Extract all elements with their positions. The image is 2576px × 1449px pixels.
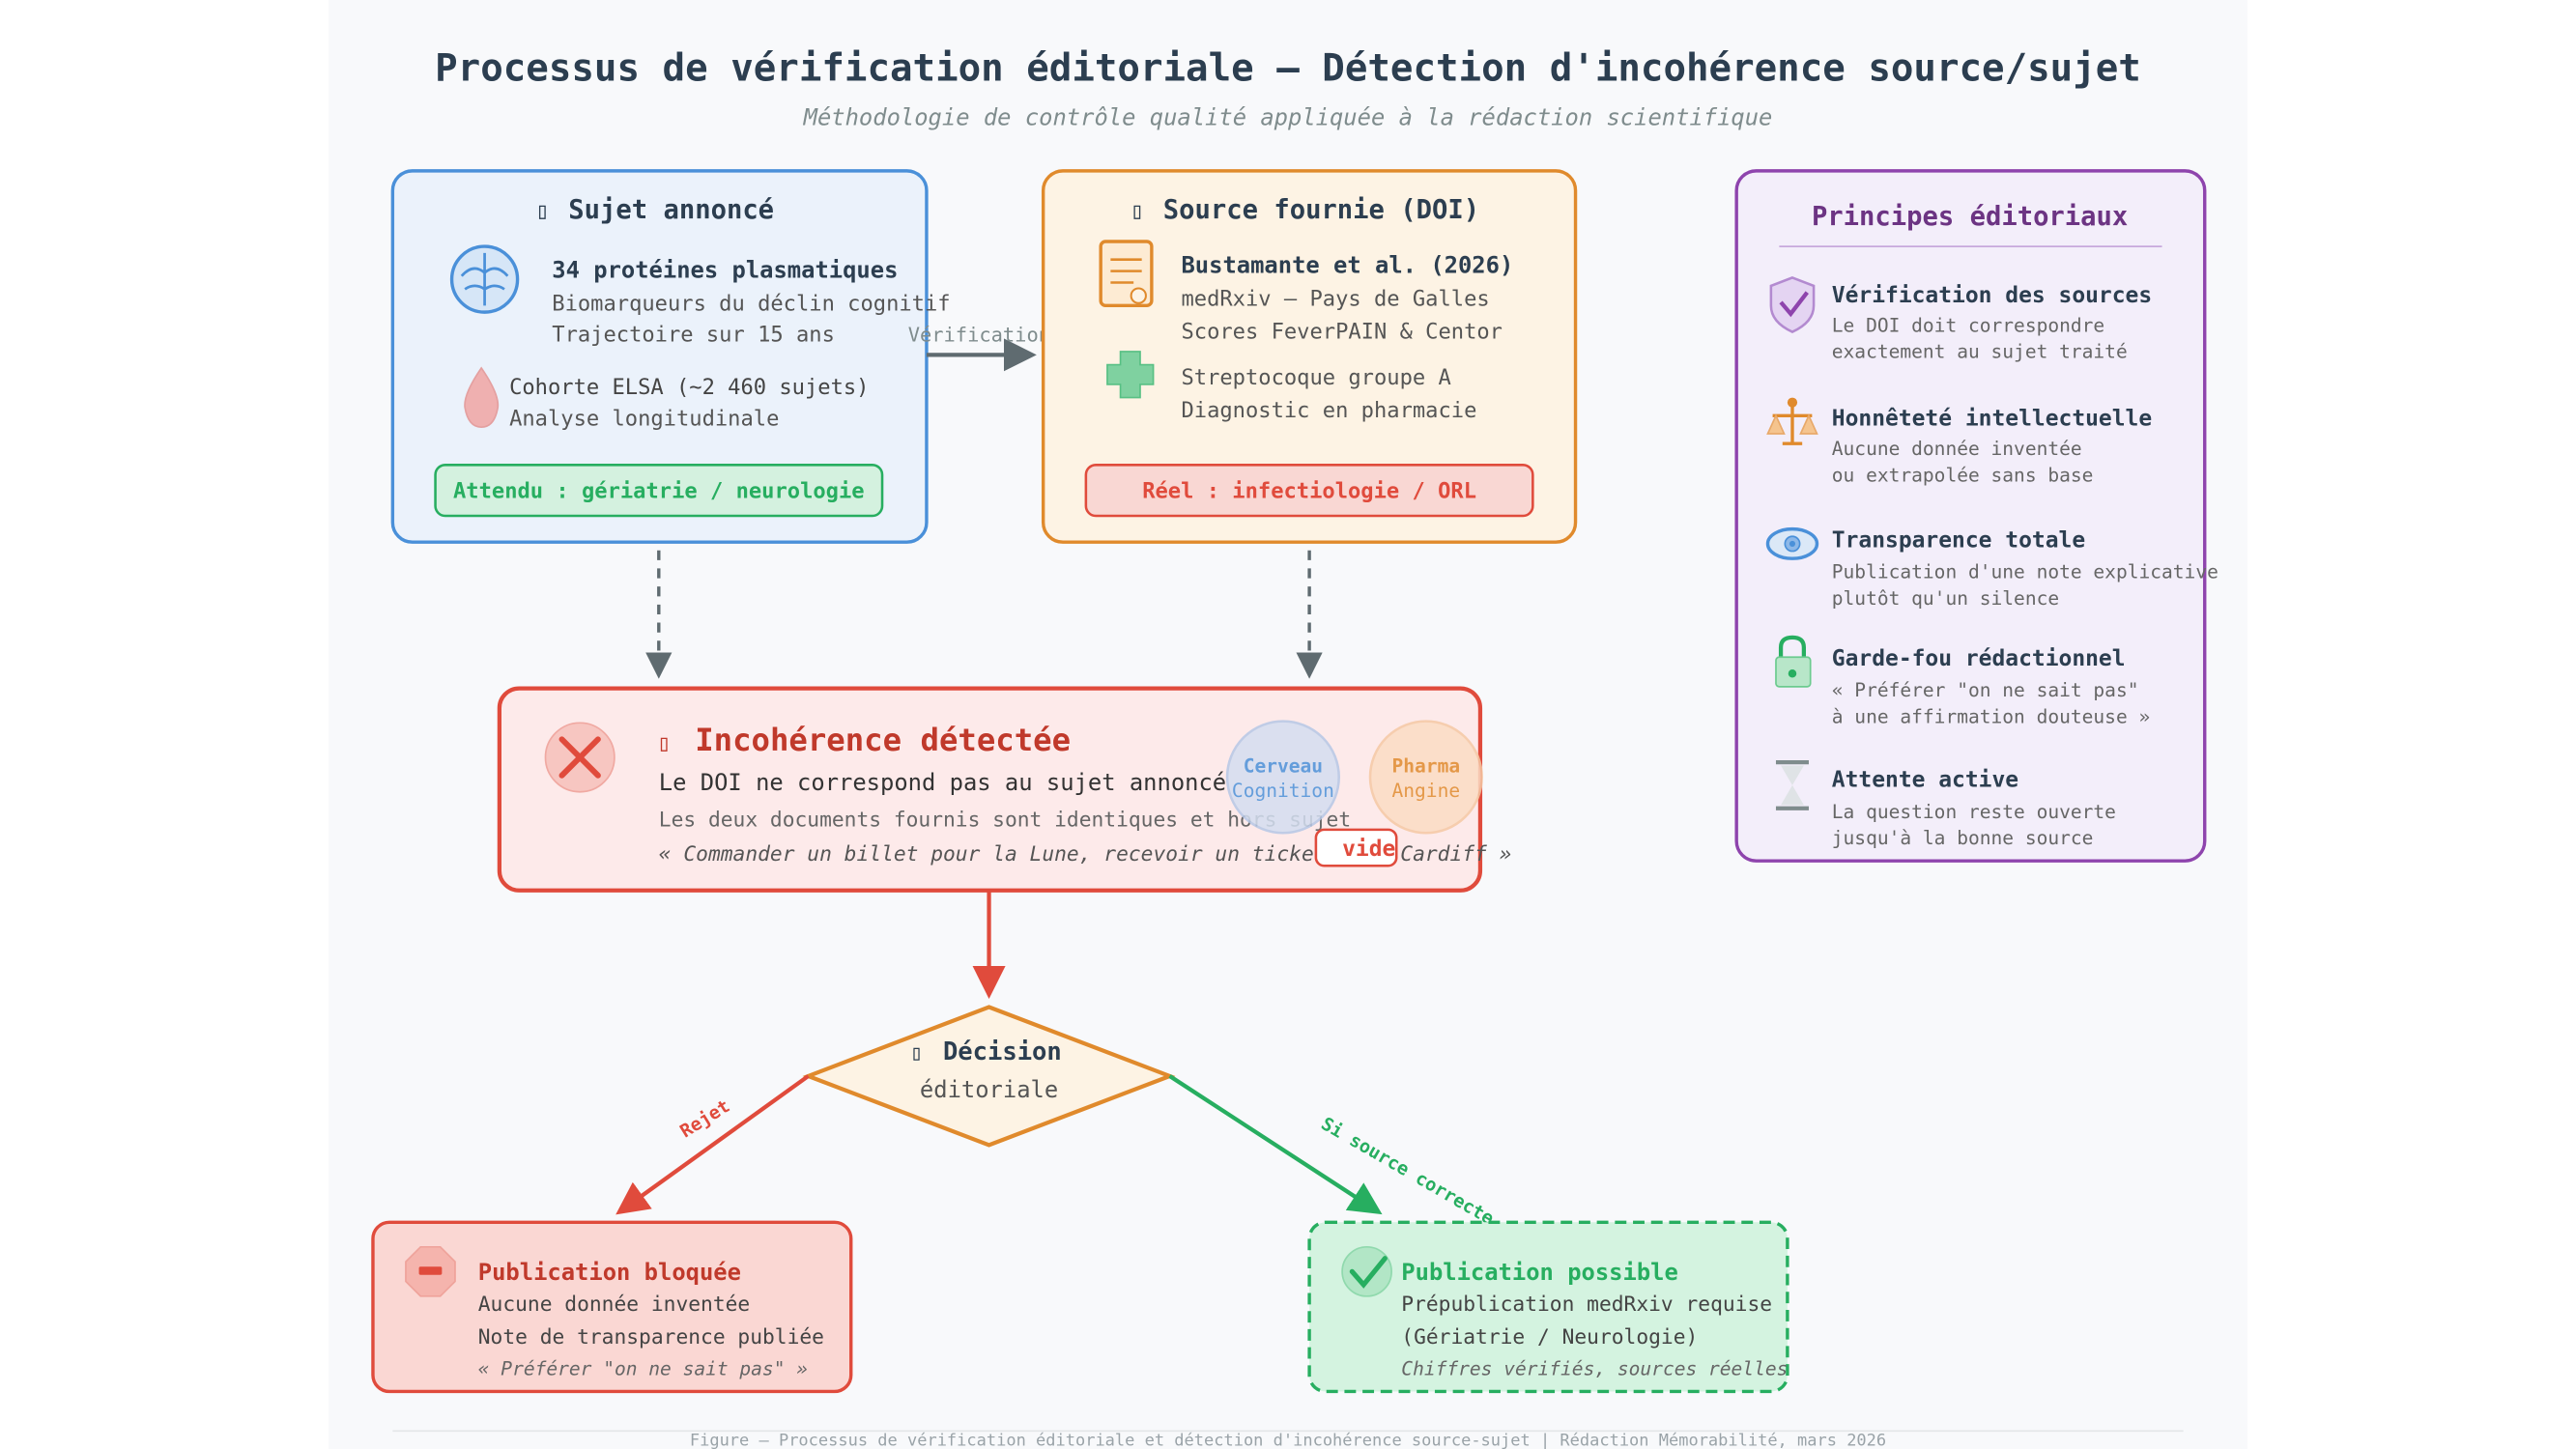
principle-desc-2a: Publication d'une note explicative [1832,561,2218,583]
principle-title-4: Attente active [1832,768,2018,793]
brain-topic-sublabel: Cognition [1232,780,1334,802]
principle-title-0: Vérification des sources [1832,283,2152,308]
expected-badge [434,464,884,518]
blocked-line3: « Préférer "on ne sait pas" » [478,1357,808,1379]
subject-cohort: Cohorte ELSA (~2 460 sujets) [509,375,869,400]
principle-desc-0a: Le DOI doit correspondre [1832,315,2104,337]
brain-topic-label: Cerveau [1244,754,1323,777]
principle-desc-4a: La question reste ouverte [1832,801,2116,823]
scales-icon [1766,397,1818,445]
verification-label: Vérification [908,324,1050,347]
pharma-topic-label: Pharma [1392,754,1461,777]
principle-desc-0b: exactement au sujet traité [1832,341,2128,363]
subject-box-title: Sujet annoncé [568,195,774,225]
actual-badge [1084,464,1534,518]
subject-box: ▯ Sujet annoncé 34 protéines plasmatique… [390,169,951,544]
page-subtitle: Méthodologie de contrôle qualité appliqu… [803,103,1773,130]
source-diagnosis: Diagnostic en pharmacie [1181,398,1476,423]
publication-possible-box: Publication possible Prépublication medR… [1307,1220,1789,1394]
incoherence-line2: Les deux documents fournis sont identiqu… [659,808,1351,832]
principle-title-1: Honnêteté intellectuelle [1832,406,2152,431]
document-icon [1099,240,1154,308]
accept-arrow [1168,1074,1383,1215]
lock-icon [1775,635,1812,688]
expected-badge-label: Attendu : gériatrie / neurologie [453,478,865,503]
error-x-icon [544,722,615,793]
possible-line2: (Gériatrie / Neurologie) [1401,1325,1698,1350]
decision-diamond: ▯ Décision éditoriale [802,1005,1176,1148]
principles-title: Principes éditoriaux [1812,202,2128,232]
blood-drop-icon [464,366,500,429]
hourglass-icon [1775,759,1809,810]
subject-box-icon: ▯ [535,197,549,224]
possible-line1: Prépublication medRxiv requise [1401,1293,1772,1317]
principles-panel: Principes éditoriaux Vérification des so… [1734,169,2218,863]
medical-cross-icon [1106,351,1155,399]
principle-title-3: Garde-fou rédactionnel [1832,646,2126,671]
blocked-line1: Aucune donnée inventée [478,1293,750,1317]
source-box-title: Source fournie (DOI) [1163,195,1479,225]
principle-desc-2b: plutôt qu'un silence [1832,587,2059,610]
source-origin: medRxiv — Pays de Galles [1181,286,1489,311]
source-strep: Streptocoque groupe A [1181,365,1450,390]
decision-title: Décision [943,1037,1062,1066]
incoherence-box: ▯ Incohérence détectée Le DOI ne corresp… [497,686,1511,893]
pharma-topic-sublabel: Angine [1392,780,1461,802]
brain-topic-circle: Cerveau Cognition [1225,720,1340,835]
principle-desc-4b: jusqu'à la bonne source [1832,827,2094,849]
blocked-line2: Note de transparence publiée [478,1325,824,1350]
shield-check-icon [1769,276,1816,333]
publication-blocked-box: Publication bloquée Aucune donnée invent… [371,1220,853,1394]
brain-icon [449,244,520,314]
eye-icon [1765,526,1819,560]
actual-badge-label: Réel : infectiologie / ORL [1142,478,1476,503]
stop-icon [405,1245,456,1297]
page-title: Processus de vérification éditoriale — D… [435,46,2141,90]
subject-trajectory: Trajectoire sur 15 ans [552,323,835,348]
check-circle-icon [1341,1245,1392,1297]
principle-desc-1b: ou extrapolée sans base [1832,464,2094,486]
empty-overlap-label: vide [1342,837,1395,862]
source-author: Bustamante et al. (2026) [1181,251,1513,278]
incoherence-line1: Le DOI ne correspond pas au sujet annonc… [659,769,1226,796]
incoherence-title-icon: ▯ [657,729,671,756]
source-box: ▯ Source fournie (DOI) Bustamante et al.… [1041,169,1578,544]
possible-line3: Chiffres vérifiés, sources réelles [1401,1357,1788,1379]
reject-arrow [615,1074,810,1215]
blocked-title: Publication bloquée [478,1259,741,1286]
source-box-icon: ▯ [1131,197,1144,224]
figure-caption: Figure — Processus de vérification édito… [690,1432,1886,1449]
principle-title-2: Transparence totale [1832,527,2085,553]
principle-desc-1a: Aucune donnée inventée [1832,438,2082,460]
pharma-topic-circle: Pharma Angine [1368,720,1483,835]
subject-analysis: Analyse longitudinale [509,406,779,431]
decision-icon: ▯ [910,1040,923,1065]
subject-proteins: 34 protéines plasmatiques [552,256,898,283]
principle-desc-3b: à une affirmation douteuse » [1832,705,2150,727]
possible-title: Publication possible [1401,1259,1678,1286]
source-scores: Scores FeverPAIN & Centor [1181,319,1503,344]
subject-biomarkers: Biomarqueurs du déclin cognitif [552,291,950,316]
incoherence-title: Incohérence détectée [695,722,1071,758]
decision-subtitle: éditoriale [920,1076,1058,1103]
empty-overlap-tag [1314,828,1398,867]
principle-desc-3a: « Préférer "on ne sait pas" [1832,679,2139,701]
